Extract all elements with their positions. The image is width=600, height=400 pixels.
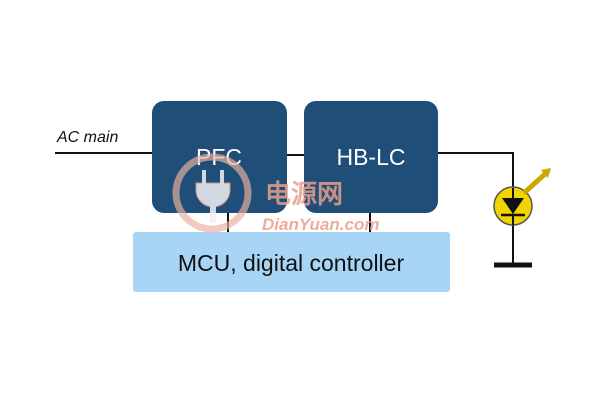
watermark-en: DianYuan.com [262,215,379,234]
mcu-block: MCU, digital controller [133,232,450,292]
hblc-label: HB-LC [336,144,405,170]
power-plug-icon [172,153,252,233]
mcu-label: MCU, digital controller [178,250,405,276]
hblc-box [304,101,438,213]
ac-main-label: AC main [56,129,118,146]
wires [55,152,514,263]
hblc-block: HB-LC [304,101,438,213]
hblc-to-led-wire [438,152,514,188]
watermark-cn: 电源网 [265,180,343,210]
led-icon [493,168,551,226]
mcu-box [133,232,450,292]
watermark: 电源网 DianYuan.com [172,153,379,234]
